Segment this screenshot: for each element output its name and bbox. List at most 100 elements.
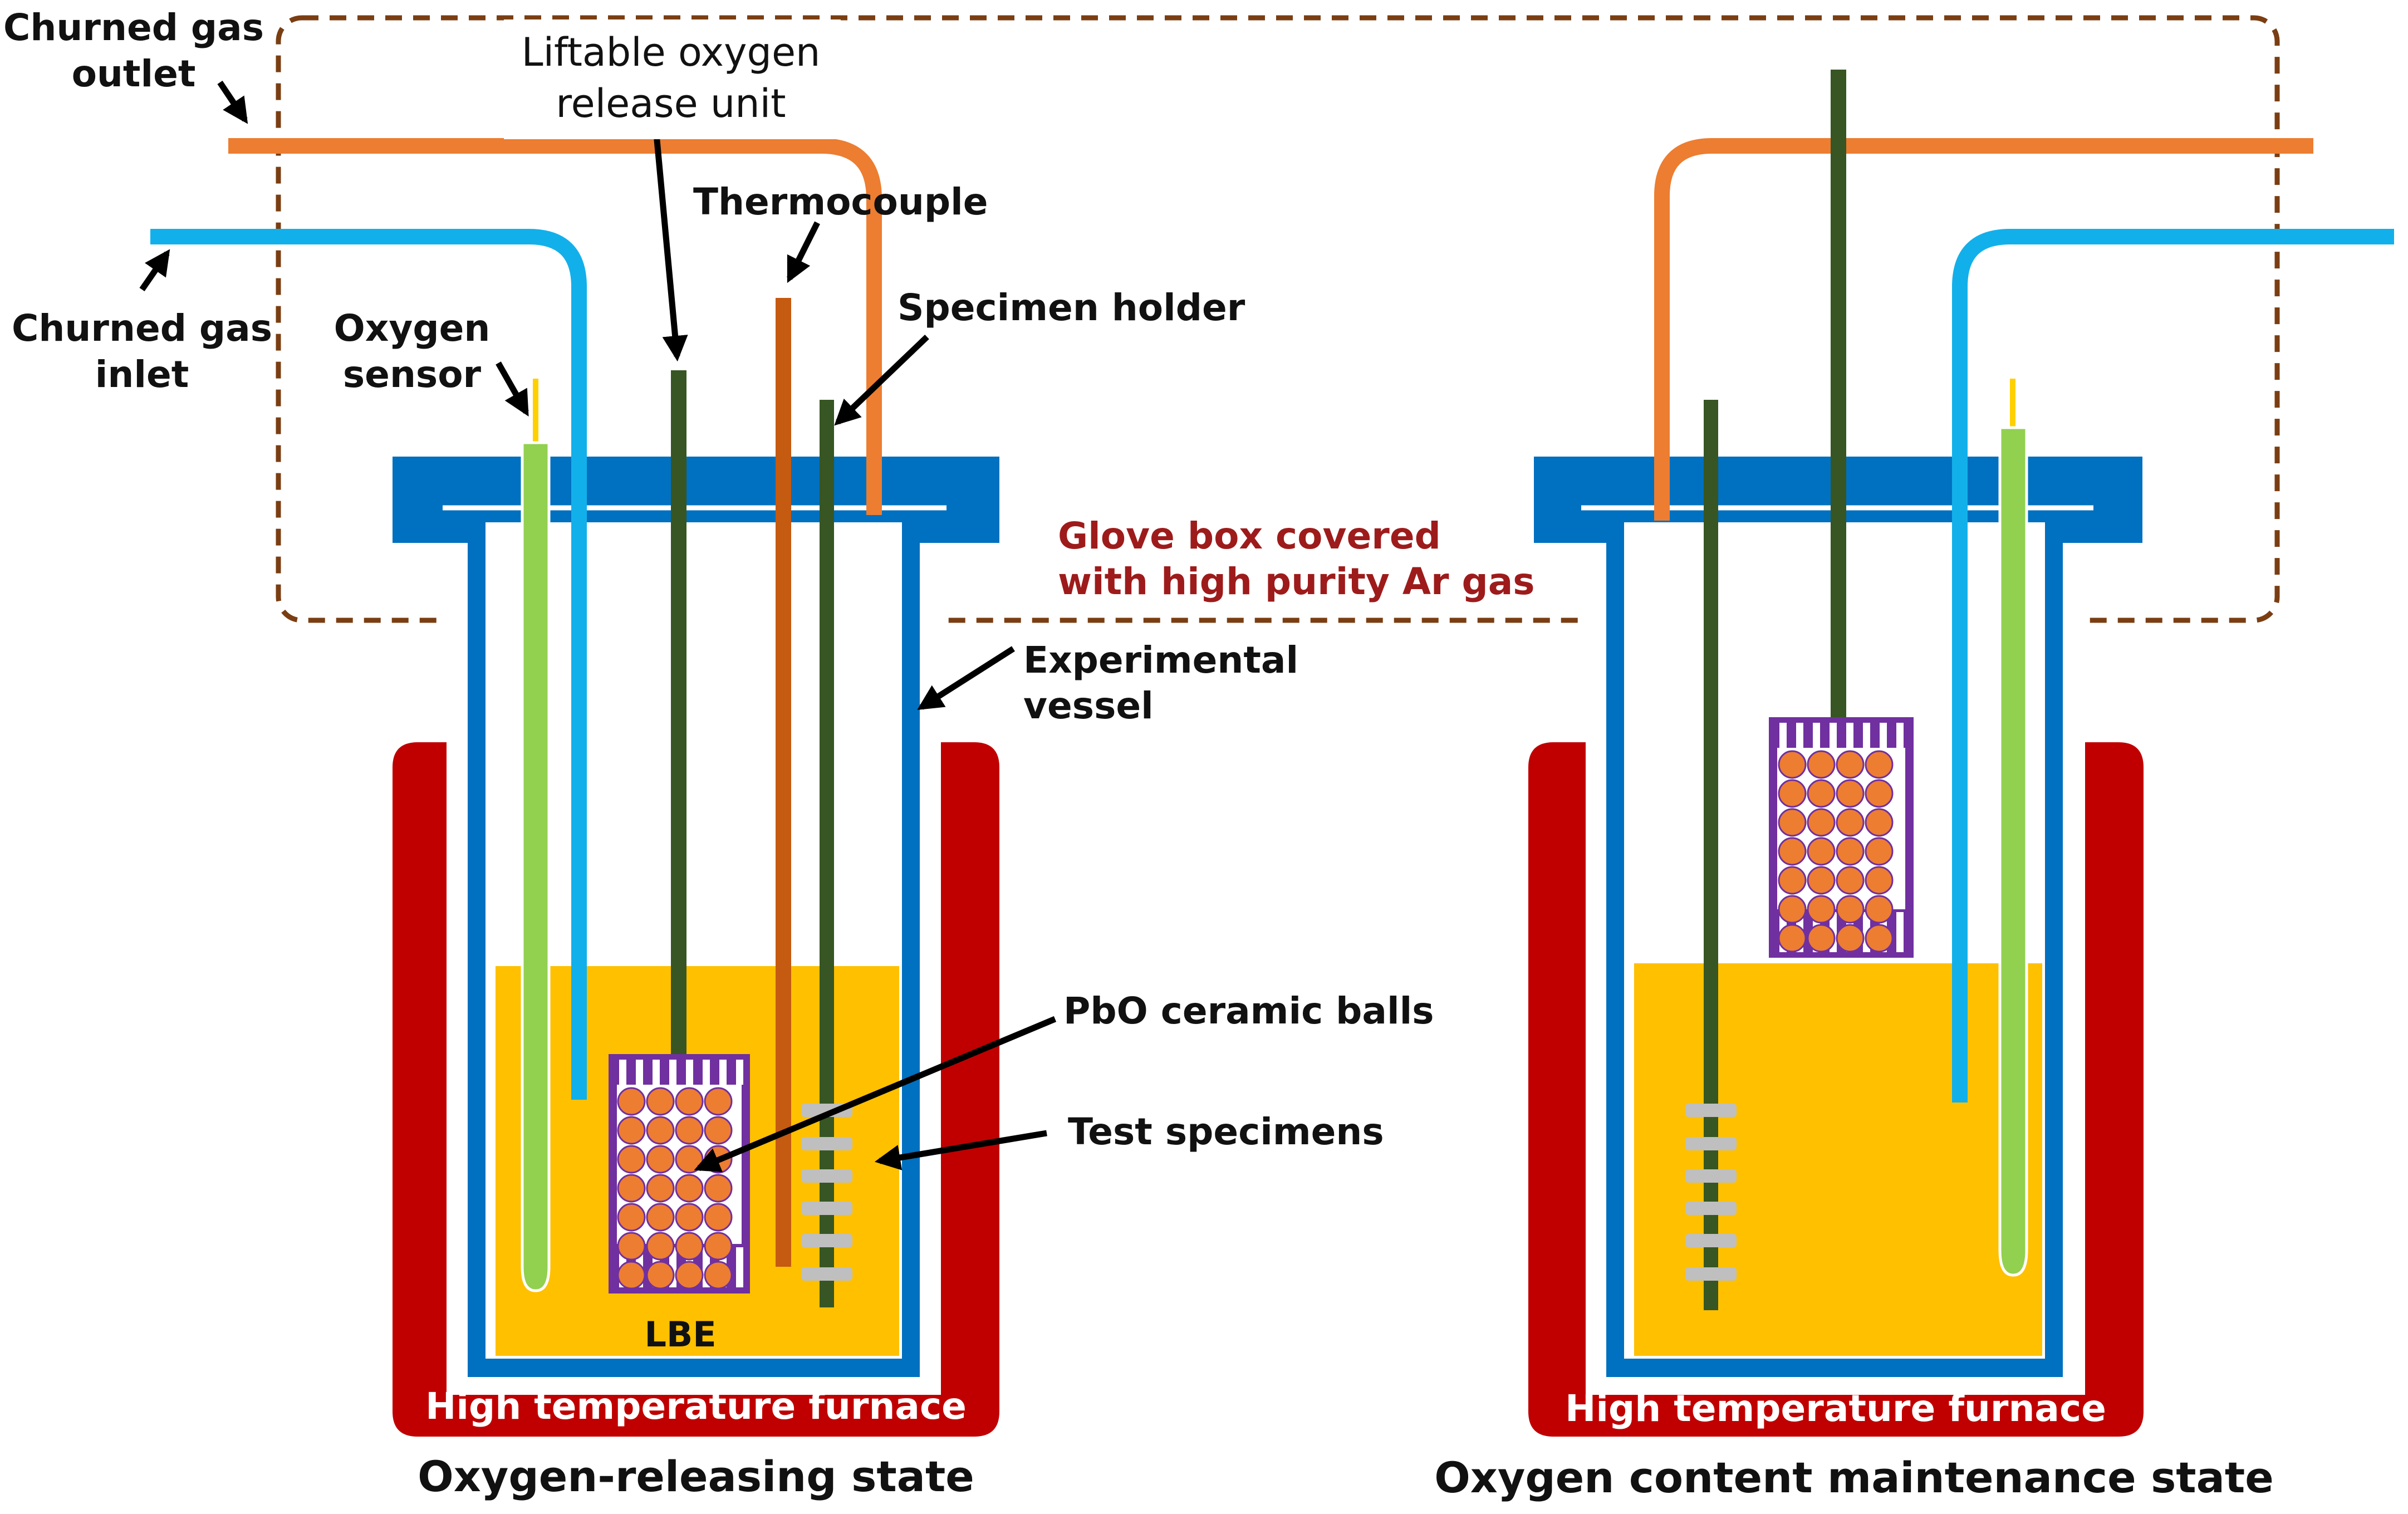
test-specimen — [1685, 1267, 1737, 1281]
pbo-ball — [646, 1174, 675, 1203]
pbo-ball — [704, 1203, 733, 1232]
label-state-left: Oxygen-releasing state — [418, 1452, 974, 1501]
arrow-thermocouple — [787, 221, 820, 283]
arrow-experimental-vessel — [917, 646, 1015, 710]
pbo-ball — [1807, 808, 1836, 837]
cage-slot — [1846, 723, 1853, 748]
left-apparatus — [150, 138, 999, 1437]
pbo-ball — [617, 1203, 646, 1232]
pbo-ball — [675, 1087, 704, 1116]
test-specimen — [801, 1202, 852, 1215]
pbo-ball — [1865, 895, 1894, 924]
pbo-ball — [1778, 808, 1807, 837]
pbo-ball — [675, 1203, 704, 1232]
cage-slot — [1880, 723, 1887, 748]
label-liftable-line1: Liftable oxygen — [522, 30, 821, 75]
cage-slot — [1796, 723, 1803, 748]
pbo-ball — [1865, 924, 1894, 953]
pbo-ball — [646, 1116, 675, 1145]
label-glove-box-line1: Glove box covered — [1058, 515, 1441, 557]
pbo-ball — [675, 1232, 704, 1261]
arrow-liftable-unit — [653, 128, 688, 362]
pbo-ball — [1865, 779, 1894, 808]
pbo-ball — [1865, 866, 1894, 895]
pbo-ball — [1836, 808, 1865, 837]
cage-slot — [1830, 723, 1837, 748]
pbo-ball — [1807, 837, 1836, 866]
pbo-ball — [675, 1174, 704, 1203]
pbo-ball — [1807, 779, 1836, 808]
label-gas-inlet-line1: Churned gas — [12, 307, 272, 350]
label-oxygen-sensor-line1: Oxygen — [334, 307, 491, 350]
test-specimen — [1685, 1202, 1737, 1215]
cage-slot — [1896, 912, 1904, 952]
cage-slot — [736, 1247, 743, 1287]
pbo-ball — [704, 1116, 733, 1145]
arrow-gas-inlet — [139, 249, 170, 292]
cage-slot — [1896, 723, 1904, 748]
labels: Churned gas outlet Liftable oxygen relea… — [3, 6, 2274, 1502]
oxygen-sensor-right — [1998, 426, 2028, 1277]
test-specimens-right — [1685, 1104, 1737, 1281]
test-specimen — [1685, 1137, 1737, 1150]
pbo-ball — [617, 1116, 646, 1145]
label-state-right: Oxygen content maintenance state — [1434, 1453, 2274, 1502]
pbo-ball — [1778, 895, 1807, 924]
pbo-ball — [1836, 837, 1865, 866]
pbo-ball — [1778, 866, 1807, 895]
right-apparatus — [1528, 70, 2394, 1437]
oxygen-release-rod-right — [1831, 70, 1846, 724]
pbo-ball — [617, 1261, 646, 1290]
pbo-ball — [1778, 924, 1807, 953]
oxygen-sensor-left — [521, 441, 551, 1292]
label-liftable-line2: release unit — [556, 81, 786, 126]
test-specimen — [1685, 1169, 1737, 1183]
cage-slot — [686, 1060, 693, 1085]
pbo-ball — [646, 1145, 675, 1174]
gas-outlet-pipe-right — [1654, 138, 2313, 521]
pbo-ball — [1836, 924, 1865, 953]
pbo-ball — [1865, 837, 1894, 866]
cage-slot — [703, 1060, 710, 1085]
label-gas-inlet-line2: inlet — [95, 353, 189, 396]
pbo-cage-right — [1769, 717, 1914, 958]
label-gas-outlet-line1: Churned gas — [3, 6, 264, 49]
pbo-ball — [646, 1232, 675, 1261]
pbo-ball — [1807, 895, 1836, 924]
arrow-gas-outlet — [217, 80, 248, 124]
pbo-ball — [1836, 750, 1865, 779]
label-test-specimens: Test specimens — [1068, 1110, 1384, 1153]
label-vessel-line1: Experimental — [1023, 639, 1298, 682]
pbo-ball — [617, 1232, 646, 1261]
cage-slot — [719, 1060, 727, 1085]
label-furnace-right: High temperature furnace — [1565, 1387, 2106, 1430]
pbo-ball — [1778, 837, 1807, 866]
pbo-ball — [617, 1087, 646, 1116]
gas-outlet-pipe-left — [228, 138, 882, 515]
test-specimen — [801, 1267, 852, 1281]
test-specimen — [1685, 1104, 1737, 1117]
cage-slot — [1779, 723, 1787, 748]
label-furnace-left: High temperature furnace — [425, 1385, 967, 1428]
pbo-ball — [1865, 750, 1894, 779]
label-lbe: LBE — [644, 1314, 716, 1355]
pbo-ball — [646, 1203, 675, 1232]
test-specimen — [801, 1234, 852, 1247]
label-pbo-balls: PbO ceramic balls — [1063, 989, 1434, 1032]
cage-slot — [636, 1060, 643, 1085]
lbe-pool-right — [1634, 963, 2042, 1356]
label-thermocouple: Thermocouple — [693, 180, 988, 223]
pbo-ball — [704, 1232, 733, 1261]
pbo-ball — [704, 1174, 733, 1203]
test-specimen — [801, 1169, 852, 1183]
cage-slot — [1863, 723, 1870, 748]
test-specimen — [801, 1137, 852, 1150]
pbo-ball — [617, 1145, 646, 1174]
gas-inlet-pipe-left — [150, 229, 587, 1100]
arrow-test-specimens — [874, 1130, 1047, 1170]
pbo-ball — [1807, 750, 1836, 779]
pbo-ball — [704, 1261, 733, 1290]
pbo-ball — [646, 1261, 675, 1290]
pbo-ball — [1836, 779, 1865, 808]
pbo-ball — [675, 1145, 704, 1174]
